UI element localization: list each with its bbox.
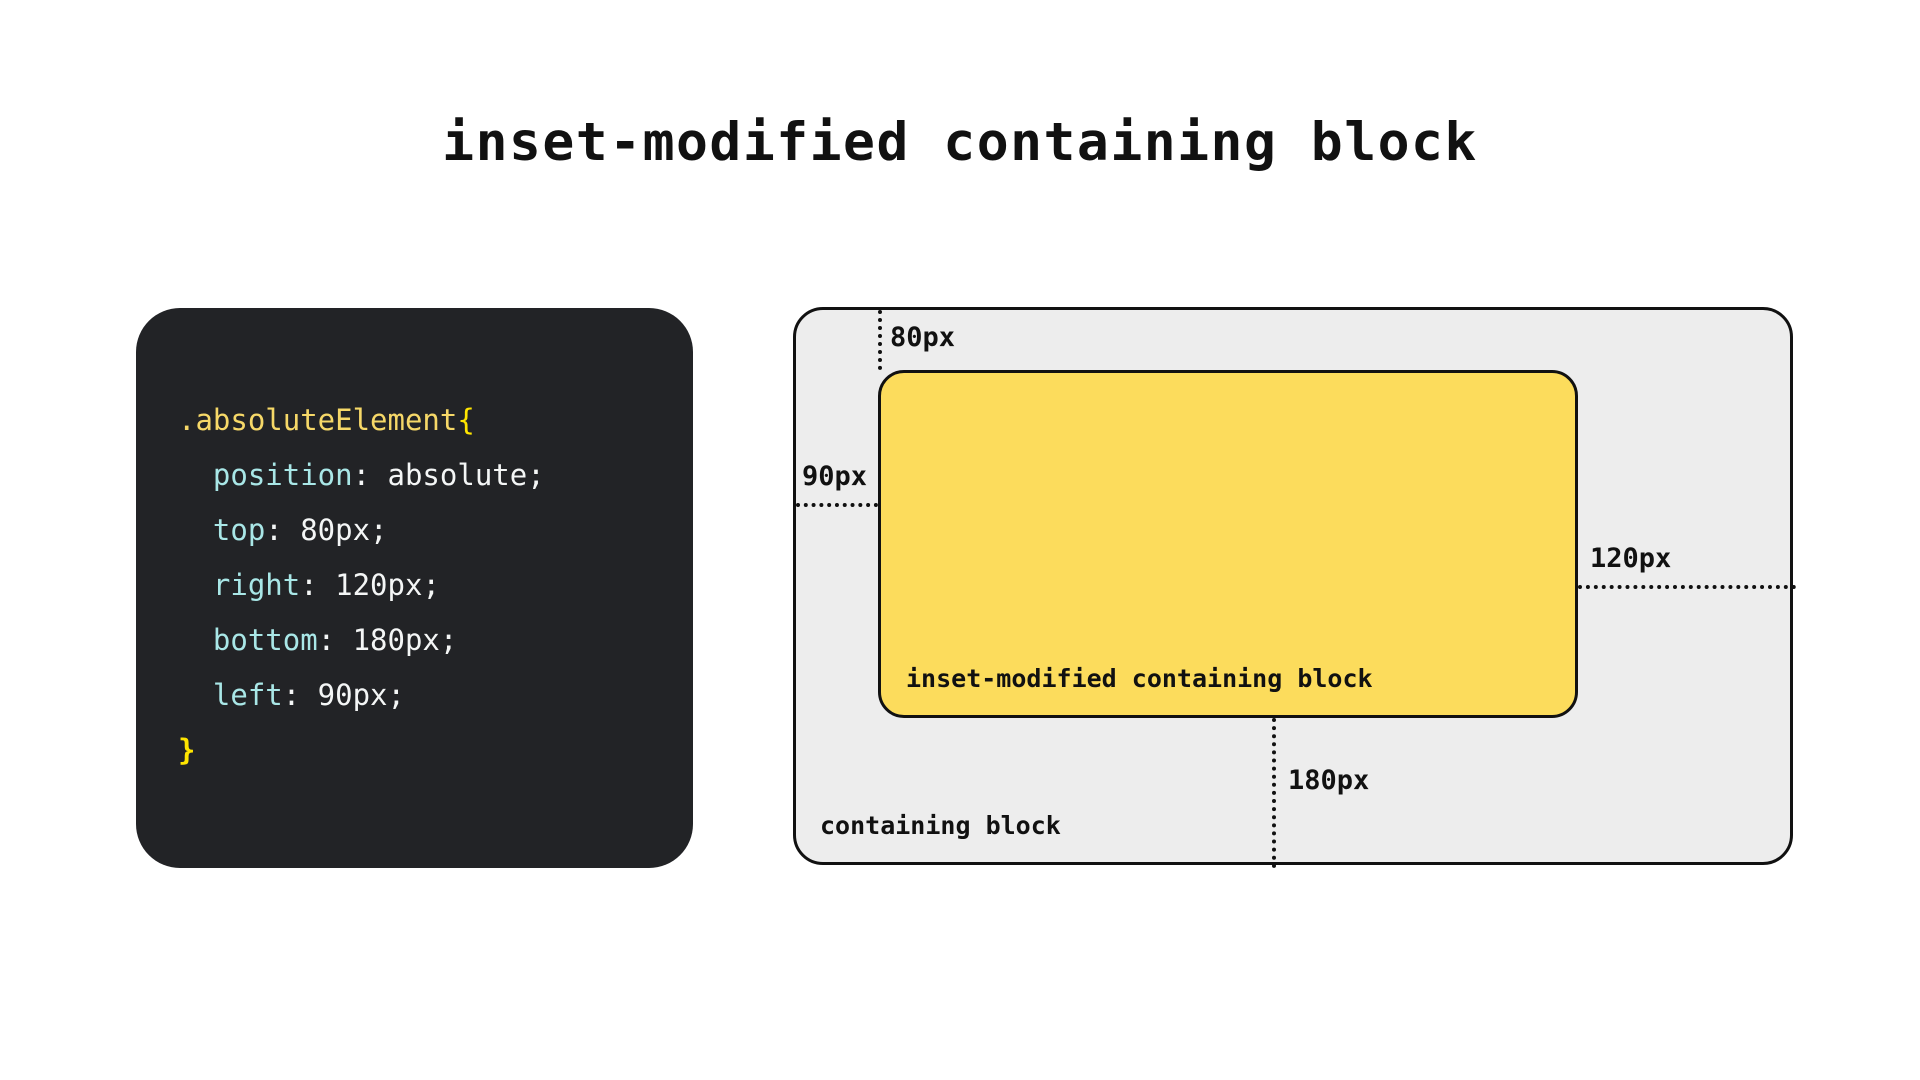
css-separator: : [300,568,336,602]
code-snippet-card: .absoluteElement{ position: absolute; to… [136,308,693,868]
css-property-bottom: bottom [212,623,318,657]
guide-line-top [878,310,882,370]
css-separator: : [282,678,318,712]
inset-modified-containing-block-label: inset-modified containing block [906,664,1373,693]
code-line-position: position: absolute; [136,448,693,503]
css-separator: : [317,623,353,657]
css-value-position: absolute; [387,458,545,492]
css-value-left: 90px; [317,678,405,712]
dimension-label-bottom: 180px [1288,765,1370,796]
page-title: inset-modified containing block [442,112,1478,173]
brace-close: } [178,733,196,767]
brace-open: { [457,403,475,437]
dimension-label-top: 80px [890,322,956,353]
inset-modified-containing-block: inset-modified containing block [878,370,1578,718]
containing-block-label: containing block [820,811,1061,840]
dimension-label-left: 90px [802,461,868,492]
css-selector: .absoluteElement [178,403,458,437]
guide-line-right [1578,585,1796,589]
code-line-right: right: 120px; [136,558,693,613]
css-value-top: 80px; [300,513,388,547]
guide-line-left [796,503,878,507]
code-line-bottom: bottom: 180px; [136,613,693,668]
css-separator: : [265,513,301,547]
diagram: 80px 90px 120px 180px inset-modified con… [793,307,1796,868]
css-property-position: position [212,458,353,492]
css-value-bottom: 180px; [352,623,458,657]
guide-line-bottom [1272,718,1276,868]
code-line-selector: .absoluteElement{ [136,393,693,448]
code-line-left: left: 90px; [136,668,693,723]
css-property-left: left [212,678,283,712]
code-line-close: } [136,723,693,778]
css-value-right: 120px; [335,568,440,602]
css-property-right: right [212,568,301,602]
css-property-top: top [212,513,266,547]
css-separator: : [352,458,388,492]
dimension-label-right: 120px [1590,543,1672,574]
code-line-top: top: 80px; [136,503,693,558]
containing-block: 80px 90px 120px 180px inset-modified con… [793,307,1796,868]
